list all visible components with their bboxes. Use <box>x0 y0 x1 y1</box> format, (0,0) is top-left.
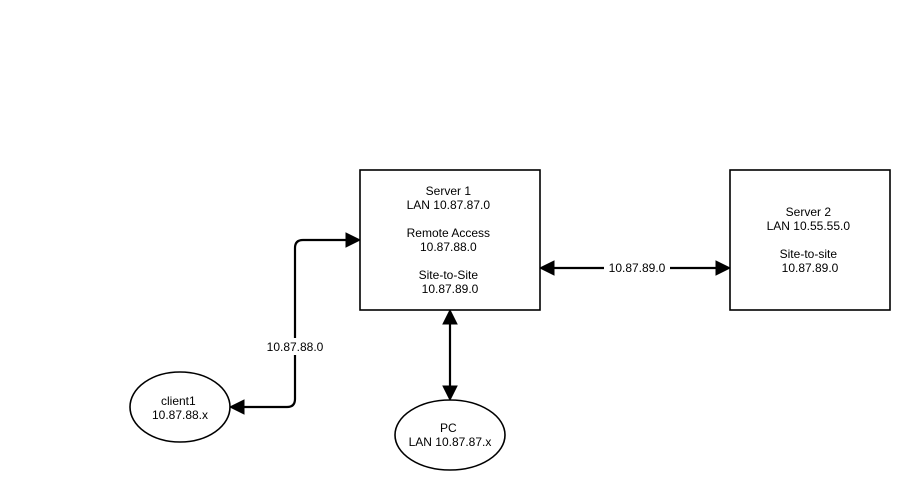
node-server2: Server 2 LAN 10.55.55.0 Site-to-site 10.… <box>729 169 891 311</box>
arrowhead-to-server1 <box>538 260 555 276</box>
pc-label: PC LAN 10.87.87.x <box>409 421 492 449</box>
arrowhead-to-client1 <box>228 399 245 415</box>
edge-label-server1-client1: 10.87.88.0 <box>267 340 324 354</box>
edge-server1-pc <box>442 308 458 402</box>
edge-label-server1-server2: 10.87.89.0 <box>609 261 666 275</box>
client1-label: client1 10.87.88.x <box>152 394 208 422</box>
arrowhead-to-server1 <box>345 232 362 248</box>
server2-label: Server 2 LAN 10.55.55.0 Site-to-site 10.… <box>767 205 854 275</box>
arrowhead-to-server1 <box>442 308 458 325</box>
node-pc: PC LAN 10.87.87.x <box>394 399 506 471</box>
edge-server1-client1: 10.87.88.0 <box>228 232 362 415</box>
node-client1: client1 10.87.88.x <box>129 371 231 443</box>
arrowhead-to-server2 <box>715 260 732 276</box>
node-server1: Server 1 LAN 10.87.87.0 Remote Access 10… <box>359 169 541 311</box>
edge-server1-server2: 10.87.89.0 <box>538 260 732 277</box>
arrowhead-to-pc <box>442 385 458 402</box>
server1-label: Server 1 LAN 10.87.87.0 Remote Access 10… <box>407 184 494 296</box>
